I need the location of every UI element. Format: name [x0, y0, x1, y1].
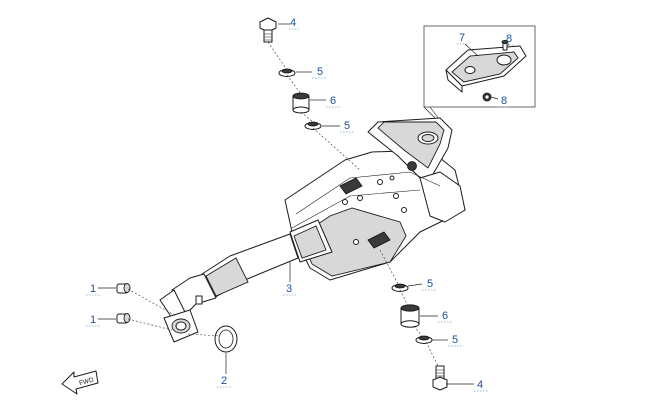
callout-label: 7	[459, 32, 465, 44]
callout-6-top: 6	[326, 95, 340, 108]
washer-top-b	[304, 121, 322, 130]
fwd-arrow-label: FWD	[78, 376, 94, 387]
washer-bottom-b	[415, 335, 433, 344]
callout-4-top: 4	[289, 17, 299, 30]
callout-3: 3	[283, 283, 296, 296]
callout-5-top-a: 5	[312, 66, 326, 79]
bolt-top	[259, 17, 277, 43]
bolt-bottom	[432, 365, 448, 391]
callout-label: 6	[442, 310, 448, 322]
nut-detail-bottom	[482, 92, 492, 102]
callout-label: 2	[221, 375, 227, 387]
callout-label: 8	[501, 95, 507, 107]
callout-label: 5	[452, 334, 458, 346]
gasket	[214, 325, 238, 353]
callout-7: 7	[457, 32, 468, 45]
callout-label: 1	[90, 314, 96, 326]
callout-label: 3	[286, 283, 292, 295]
bushing-bottom	[400, 304, 420, 328]
exhaust-pipe	[159, 233, 299, 325]
heat-shield-detail	[445, 45, 527, 93]
callout-label: 4	[477, 379, 483, 391]
callout-1-a: 1	[86, 283, 100, 296]
callout-5-bot-a: 5	[422, 278, 436, 291]
callout-5-top-b: 5	[340, 120, 354, 133]
callout-label: 5	[344, 120, 350, 132]
bushing-top	[292, 92, 310, 114]
nut-left-a	[116, 283, 131, 294]
callout-label: 1	[90, 283, 96, 295]
leader-lines	[127, 41, 439, 367]
callout-5-bot-b: 5	[448, 334, 462, 347]
callout-label: 5	[427, 278, 433, 290]
callout-label: 6	[330, 95, 336, 107]
callout-6-bot: 6	[438, 310, 452, 323]
callout-8-b: 8	[498, 95, 510, 108]
washer-top-a	[278, 68, 296, 77]
inset-detail-box	[423, 25, 536, 124]
muffler-assembly	[284, 117, 466, 281]
washer-bottom-a	[391, 283, 409, 292]
callout-4-bot: 4	[474, 379, 488, 392]
pipe-flange	[163, 309, 199, 343]
callout-label: 8	[506, 33, 512, 45]
callout-label: 5	[317, 66, 323, 78]
nut-left-b	[116, 313, 131, 324]
callout-2: 2	[217, 375, 231, 388]
fwd-arrow: FWD	[61, 370, 99, 395]
callout-1-b: 1	[86, 314, 100, 327]
callout-8-a: 8	[503, 33, 514, 46]
callout-leaders	[98, 23, 510, 385]
screw-detail-top	[501, 40, 509, 51]
callout-label: 4	[290, 17, 296, 29]
